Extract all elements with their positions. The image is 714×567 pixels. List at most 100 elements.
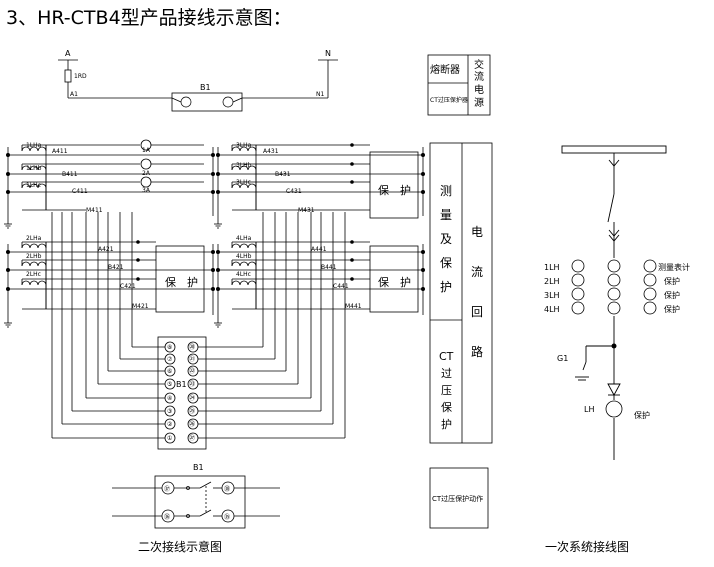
wire-label: B411 <box>62 171 78 178</box>
junction-dot <box>136 277 140 281</box>
junction-dot <box>210 152 215 157</box>
legend-fuse-text: 熔断器 <box>430 63 460 76</box>
n1-label: N1 <box>316 91 324 98</box>
ct-label: 2LHa <box>26 235 42 242</box>
terminal-right-2: ㉑ <box>189 355 195 363</box>
wire-label: M421 <box>132 303 149 310</box>
terminal-right-5: ㉔ <box>189 394 195 402</box>
wire-label: M411 <box>86 207 103 214</box>
wire-label: M441 <box>345 303 362 310</box>
junction-dot <box>136 258 140 262</box>
legend-ac-2: 流 <box>474 70 484 83</box>
terminal-left-1: ⑧ <box>167 344 172 351</box>
page-title: 3、HR-CTB4型产品接线示意图： <box>6 7 292 29</box>
phase-a-label: A <box>65 49 71 58</box>
junction-dot <box>210 171 215 176</box>
ct-icon <box>571 259 585 273</box>
wire-label: A431 <box>263 148 279 155</box>
measure-text-2: 量 <box>440 208 452 222</box>
ct-icon <box>607 287 621 301</box>
junction-dot <box>350 162 354 166</box>
ct-coil-icon <box>21 146 47 152</box>
ct-label: 3LHa <box>236 142 252 149</box>
lh-function-label: 保护 <box>634 410 650 420</box>
primary-function-label: 保护 <box>664 304 680 314</box>
wire-label: B421 <box>108 264 124 271</box>
secondary-wiring <box>112 475 280 529</box>
terminal-left-5: ④ <box>167 395 172 402</box>
measure-text-4: 保 <box>440 256 452 270</box>
junction-dot <box>215 152 220 157</box>
ct-coil-icon <box>231 280 257 286</box>
junction-dot <box>6 189 11 194</box>
junction-dot <box>215 267 220 272</box>
protect-box-label: 保 护 <box>378 183 411 197</box>
wire-label: C441 <box>333 283 349 290</box>
wire-label: C421 <box>120 283 136 290</box>
secondary-terminal: ㊳ <box>224 485 230 493</box>
fuse-1rd-symbol <box>64 69 72 83</box>
lh-ct-icon <box>605 400 623 418</box>
ct-protect-text-2: 过 <box>441 367 452 380</box>
power-supply-circuit <box>58 59 338 112</box>
ct-coil-icon <box>231 243 257 249</box>
wire-label: M431 <box>298 207 315 214</box>
neutral-n-label: N <box>325 49 331 58</box>
ct-protect-text-3: 压 <box>441 384 452 397</box>
terminal-right-1: ⑳ <box>189 343 195 351</box>
junction-dot <box>215 249 220 254</box>
meter-label: 1A <box>142 147 151 154</box>
terminal-left-2: ⑦ <box>167 356 173 363</box>
measure-text-1: 测 <box>440 184 452 198</box>
current-loop-text-4: 路 <box>471 344 483 359</box>
secondary-terminal: ㊲ <box>164 485 170 493</box>
primary-function-label: 保护 <box>664 290 680 300</box>
primary-caption: 一次系统接线图 <box>545 539 629 554</box>
measure-text-5: 护 <box>440 280 452 294</box>
ct-protect-text-1: CT <box>439 350 454 363</box>
ct-icon <box>607 301 621 315</box>
junction-dot <box>215 189 220 194</box>
secondary-b1-label: B1 <box>193 463 204 472</box>
terminal-right-4: ㉓ <box>189 380 195 388</box>
terminal-left-4: ⑤ <box>167 381 172 388</box>
function-column <box>429 142 493 529</box>
wire-label: C411 <box>72 188 88 195</box>
busbar <box>561 145 667 154</box>
protect-box-label: 保 护 <box>165 275 198 289</box>
legend-ct-symbol-text: CT过压保护器 <box>430 96 468 104</box>
wire-label: A411 <box>52 148 68 155</box>
ct-coil-icon <box>21 243 47 249</box>
ct-icon <box>571 273 585 287</box>
protect-box-label: 保 护 <box>378 275 411 289</box>
ct-coil-icon <box>21 261 47 267</box>
ct-groups <box>4 139 425 328</box>
legend <box>427 54 491 116</box>
ct-icon <box>643 287 657 301</box>
primary-ct-stack <box>571 259 657 418</box>
current-loop-text-3: 回 <box>471 305 483 319</box>
a1-label: A1 <box>70 91 78 98</box>
ct-label: 3LHc <box>236 179 251 186</box>
ct-coil-icon <box>231 165 257 171</box>
wire-label: A441 <box>311 246 327 253</box>
terminal-block-label: B1 <box>176 380 187 389</box>
ct-action-text: CT过压保护动作 <box>432 494 483 503</box>
junction-dot <box>136 240 140 244</box>
ct-action-box <box>429 467 489 529</box>
ct-label: 2LHb <box>26 253 42 260</box>
fuse-label: 1RD <box>74 73 87 80</box>
primary-system <box>561 145 667 460</box>
junction-dot <box>210 249 215 254</box>
legend-ac-3: 电 <box>474 83 484 96</box>
wire-label: A421 <box>98 246 114 253</box>
junction-dot <box>215 286 220 291</box>
junction-dot <box>350 180 354 184</box>
junction-dot <box>420 171 425 176</box>
junction-dot <box>350 240 354 244</box>
legend-ac-4: 源 <box>474 96 484 109</box>
ct-label: 1LHb <box>26 165 42 172</box>
b1-power-label: B1 <box>200 83 211 92</box>
ct-coil-icon <box>231 261 257 267</box>
